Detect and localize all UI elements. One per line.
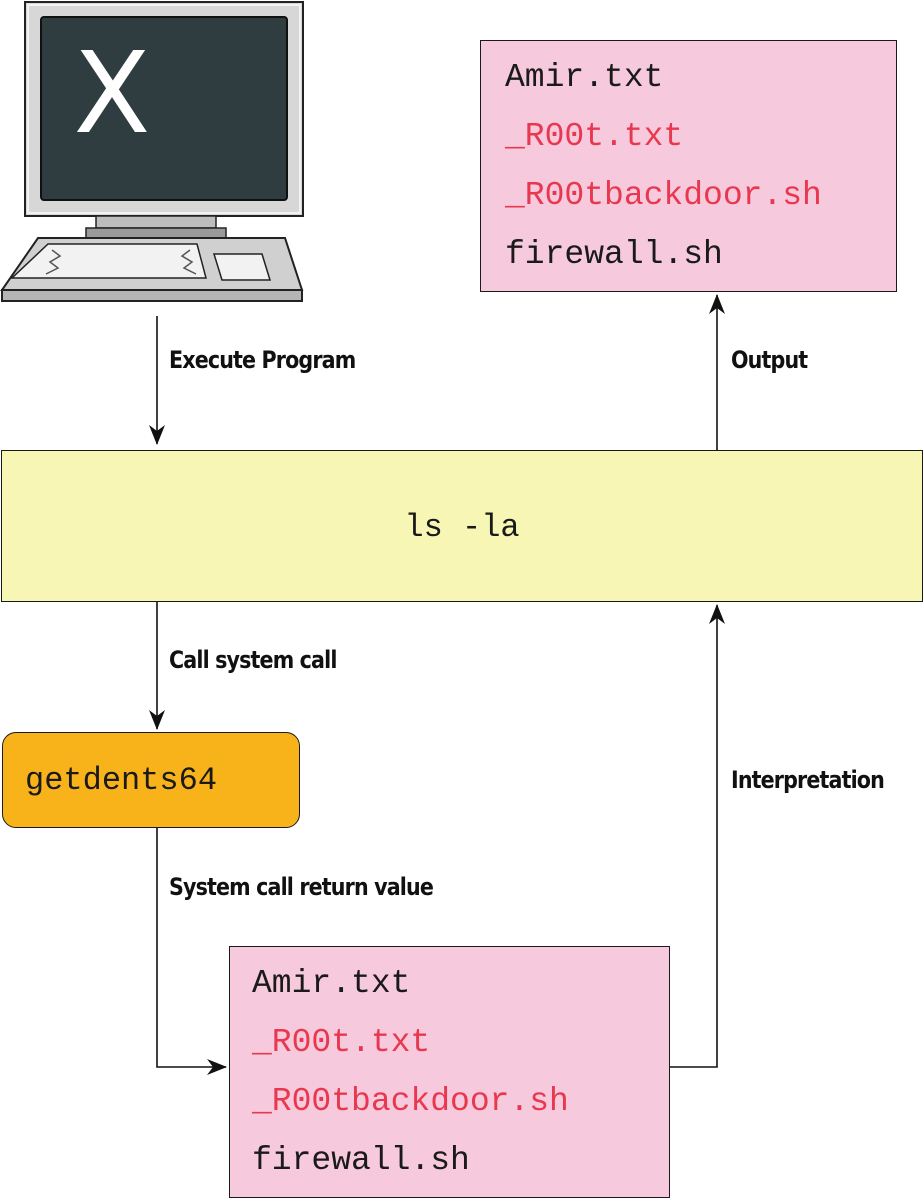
file-entry: Amir.txt bbox=[252, 965, 411, 1002]
label-return-value: System call return value bbox=[169, 873, 434, 901]
file-entry: firewall.sh bbox=[252, 1142, 470, 1179]
command-text: ls -la bbox=[404, 509, 520, 546]
arrow-interpretation bbox=[670, 604, 725, 1068]
file-entry: _R00tbackdoor.sh bbox=[252, 1083, 569, 1120]
file-entry: _R00t.txt bbox=[505, 118, 684, 155]
command-box: ls -la bbox=[1, 450, 923, 602]
file-entry: _R00t.txt bbox=[252, 1024, 431, 1061]
file-entry: Amir.txt bbox=[505, 59, 664, 96]
syscall-name: getdents64 bbox=[25, 762, 218, 799]
syscall-box: getdents64 bbox=[2, 732, 300, 828]
output-file-list: Amir.txt _R00t.txt _R00tbackdoor.sh fire… bbox=[480, 40, 897, 292]
label-interpretation: Interpretation bbox=[731, 766, 885, 794]
return-file-list: Amir.txt _R00t.txt _R00tbackdoor.sh fire… bbox=[229, 946, 670, 1198]
file-entry: _R00tbackdoor.sh bbox=[505, 177, 822, 214]
arrow-return bbox=[156, 828, 227, 1075]
label-execute-program: Execute Program bbox=[169, 346, 356, 374]
file-entry: firewall.sh bbox=[505, 236, 723, 273]
label-output: Output bbox=[731, 346, 808, 374]
screen-glyph: X bbox=[74, 29, 151, 159]
label-call-system-call: Call system call bbox=[169, 646, 337, 674]
